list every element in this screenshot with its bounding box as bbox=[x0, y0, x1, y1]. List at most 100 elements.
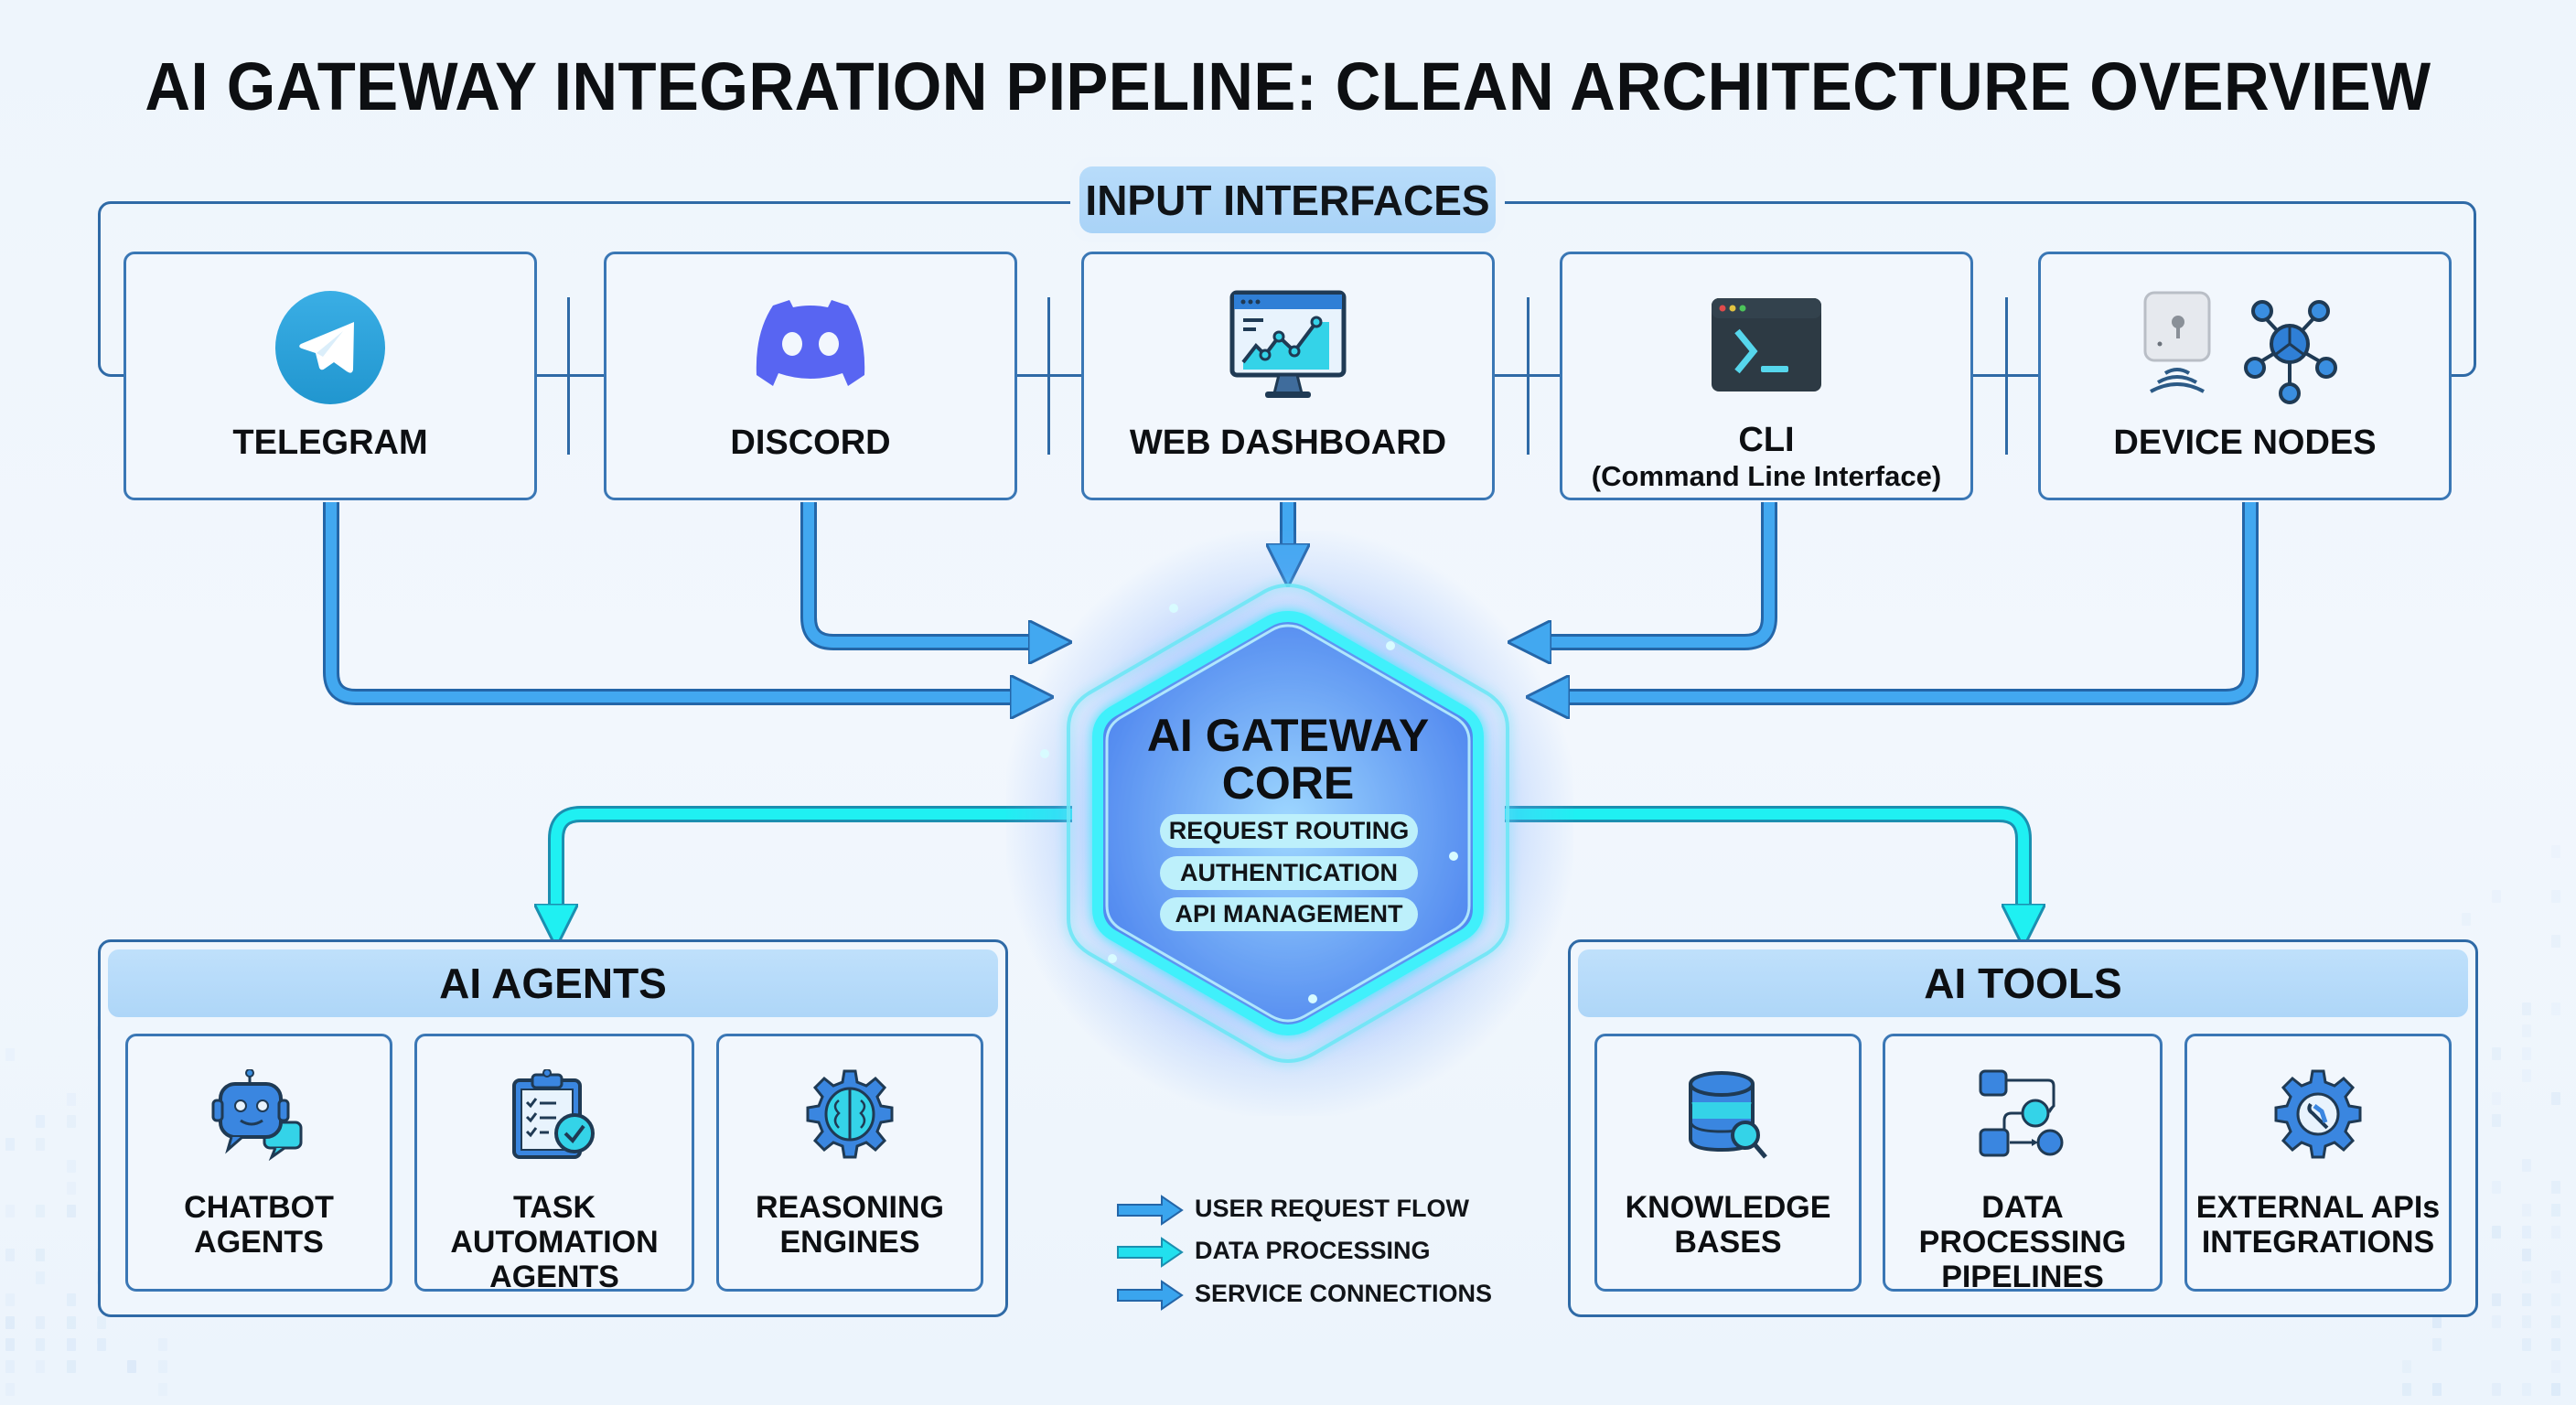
label-line: TASK AUTOMATION bbox=[450, 1190, 659, 1260]
network-nodes-icon bbox=[2244, 300, 2337, 404]
background-dot bbox=[157, 1382, 167, 1396]
label-line: PIPELINES bbox=[1941, 1260, 2104, 1294]
arrow-right-icon bbox=[1117, 1195, 1184, 1226]
core-title-line: AI GATEWAY bbox=[1146, 710, 1430, 761]
background-dot bbox=[5, 1137, 15, 1151]
telegram-icon bbox=[274, 291, 387, 409]
background-dot bbox=[2521, 1226, 2531, 1239]
label-line: ENGINES bbox=[779, 1225, 920, 1260]
legend-item-data-processing: DATA PROCESSING bbox=[1116, 1233, 1500, 1270]
arrow-cli-to-core bbox=[1530, 502, 1775, 642]
gear-wrench-icon bbox=[2272, 1069, 2364, 1165]
background-dot bbox=[2521, 1024, 2531, 1038]
card-label: CHATBOT AGENTS bbox=[128, 1190, 390, 1260]
background-dot bbox=[2551, 845, 2561, 859]
arrow-right-icon bbox=[1117, 1280, 1184, 1311]
background-dot bbox=[2551, 1226, 2561, 1239]
agent-card-task-automation[interactable]: TASK AUTOMATION AGENTS bbox=[414, 1034, 694, 1294]
arrow-devices-to-core bbox=[1548, 502, 2256, 697]
background-dot bbox=[2521, 1158, 2531, 1172]
legend-item-user-request-flow: USER REQUEST FLOW bbox=[1116, 1191, 1500, 1228]
brain-gear-icon bbox=[804, 1069, 896, 1165]
background-dot bbox=[2492, 1226, 2501, 1239]
card-label: DEVICE NODES bbox=[2113, 424, 2377, 462]
background-dot bbox=[2492, 1382, 2501, 1396]
background-dot bbox=[2551, 1360, 2561, 1374]
background-dot bbox=[2551, 1181, 2561, 1195]
divider bbox=[1527, 297, 1530, 455]
background-dot bbox=[66, 1360, 76, 1374]
tool-card-knowledge-bases[interactable]: KNOWLEDGE BASES bbox=[1594, 1034, 1862, 1292]
core-function-api-management: API MANAGEMENT bbox=[1160, 897, 1418, 931]
input-card-web-dashboard[interactable]: WEB DASHBOARD bbox=[1081, 252, 1495, 500]
background-dot bbox=[36, 1315, 46, 1329]
background-dot bbox=[2492, 890, 2501, 904]
background-dot bbox=[36, 1360, 46, 1374]
background-dot bbox=[2521, 1069, 2531, 1083]
background-dot bbox=[2551, 1315, 2561, 1329]
background-dot bbox=[5, 1360, 15, 1374]
background-dot bbox=[2431, 1382, 2442, 1396]
tool-card-external-apis[interactable]: EXTERNAL APIs INTEGRATIONS bbox=[2184, 1034, 2452, 1292]
background-dot bbox=[2492, 1181, 2501, 1195]
tool-card-data-processing[interactable]: DATA PROCESSING PIPELINES bbox=[1883, 1034, 2163, 1294]
background-dot bbox=[5, 1293, 15, 1307]
background-dot bbox=[2462, 912, 2472, 926]
panel-header: AI TOOLS bbox=[1578, 949, 2468, 1017]
background-dot bbox=[2521, 1046, 2531, 1060]
database-search-icon bbox=[1687, 1069, 1769, 1165]
clipboard-check-icon bbox=[509, 1068, 600, 1165]
card-label: KNOWLEDGE BASES bbox=[1597, 1190, 1859, 1260]
background-dot bbox=[2492, 1114, 2501, 1127]
background-dot bbox=[2492, 1091, 2501, 1105]
arrow-core-to-tools bbox=[1505, 809, 2023, 926]
iot-device-network-icon bbox=[2132, 289, 2357, 411]
background-dot bbox=[157, 1360, 167, 1374]
background-dot bbox=[2492, 1292, 2501, 1306]
input-card-telegram[interactable]: TELEGRAM bbox=[123, 252, 537, 500]
background-dot bbox=[36, 1204, 46, 1217]
discord-icon bbox=[751, 296, 870, 396]
card-label: EXTERNAL APIs INTEGRATIONS bbox=[2187, 1190, 2449, 1260]
background-dot bbox=[36, 1115, 46, 1129]
background-dot bbox=[36, 1271, 46, 1284]
input-card-device-nodes[interactable]: DEVICE NODES bbox=[2038, 252, 2452, 500]
agent-card-reasoning-engines[interactable]: REASONING ENGINES bbox=[716, 1034, 983, 1292]
input-card-discord[interactable]: DISCORD bbox=[604, 252, 1017, 500]
legend-label: USER REQUEST FLOW bbox=[1195, 1195, 1470, 1222]
ai-tools-panel: AI TOOLS KNOWLEDGE BASES bbox=[1568, 939, 2478, 1317]
background-dot bbox=[97, 1315, 106, 1329]
agent-card-chatbot[interactable]: CHATBOT AGENTS bbox=[125, 1034, 392, 1292]
input-card-cli[interactable]: CLI (Command Line Interface) bbox=[1560, 252, 1973, 500]
chatbot-robot-icon bbox=[211, 1068, 306, 1165]
legend-label: SERVICE CONNECTIONS bbox=[1195, 1280, 1493, 1307]
divider bbox=[567, 297, 570, 455]
background-dot bbox=[66, 1293, 76, 1307]
arrow-telegram-to-core bbox=[326, 502, 1032, 697]
background-dot bbox=[157, 1337, 167, 1351]
card-label: CLI bbox=[1738, 421, 1795, 459]
background-dot bbox=[2551, 935, 2561, 949]
card-label: WEB DASHBOARD bbox=[1129, 424, 1447, 462]
core-function-authentication: AUTHENTICATION bbox=[1160, 856, 1418, 890]
background-dot bbox=[2551, 1203, 2561, 1217]
card-sublabel: (Command Line Interface) bbox=[1591, 460, 1942, 492]
background-dot bbox=[66, 1182, 76, 1196]
background-dot bbox=[2551, 1292, 2561, 1306]
background-dot bbox=[66, 1115, 76, 1129]
label-line: KNOWLEDGE bbox=[1625, 1190, 1831, 1225]
card-label: TELEGRAM bbox=[232, 424, 428, 462]
card-label: REASONING ENGINES bbox=[719, 1190, 981, 1260]
label-line: AGENTS bbox=[489, 1260, 619, 1294]
background-dot bbox=[5, 1382, 15, 1396]
background-dot bbox=[66, 1337, 76, 1351]
data-processing-flow bbox=[556, 806, 2023, 926]
background-dot bbox=[2521, 1315, 2531, 1329]
arrow-core-to-agents bbox=[556, 809, 1072, 926]
user-request-flow bbox=[323, 502, 2259, 697]
background-dot bbox=[66, 1092, 76, 1106]
label-line: EXTERNAL APIs bbox=[2195, 1190, 2441, 1225]
ai-agents-panel: AI AGENTS CHATBOT AGENTS bbox=[98, 939, 1008, 1317]
background-dot bbox=[36, 1337, 46, 1351]
